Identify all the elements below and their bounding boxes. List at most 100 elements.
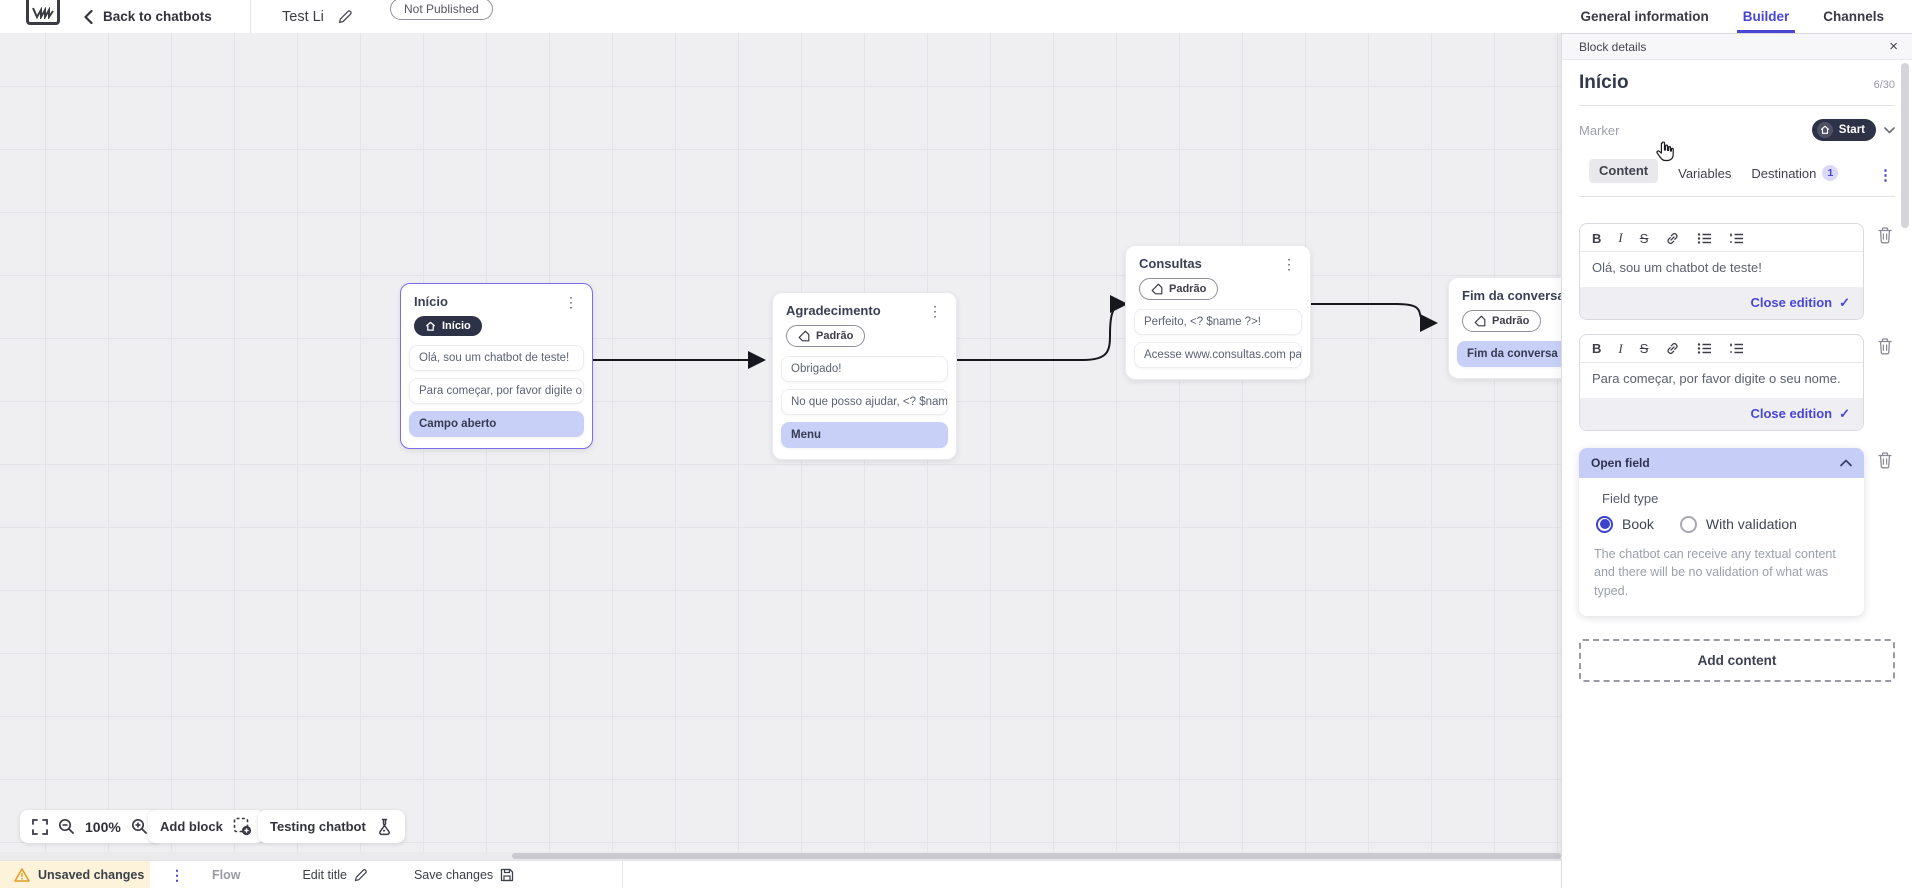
- scrollbar-thumb[interactable]: [512, 853, 1561, 859]
- statusbar-divider: [622, 860, 624, 888]
- block-marker-padrao: Padrão: [1139, 278, 1219, 300]
- chevron-up-icon: [1840, 459, 1852, 467]
- radio-selected-icon: [1596, 515, 1613, 533]
- statusbar-menu-icon[interactable]: ⋮: [170, 866, 184, 883]
- block-name-value[interactable]: Início: [1579, 72, 1629, 93]
- tab-variables[interactable]: Variables: [1678, 165, 1732, 181]
- back-to-chatbots-button[interactable]: Back to chatbots: [84, 0, 212, 33]
- block-message-card[interactable]: No que posso ajudar, <? $name ...: [781, 389, 948, 415]
- block-menu-icon[interactable]: ⋮: [564, 293, 578, 310]
- tab-destination[interactable]: Destination 1: [1741, 160, 1848, 190]
- block-name-field[interactable]: Início 6/30: [1579, 72, 1895, 106]
- close-edition-button[interactable]: Close edition✓: [1750, 405, 1850, 421]
- block-details-panel: Block details × Início 6/30 Marker: [1561, 33, 1912, 888]
- text-editor[interactable]: B I S Olá, sou um chatbot de tes: [1579, 223, 1864, 320]
- delete-content-icon[interactable]: [1877, 448, 1895, 616]
- panel-scrollbar[interactable]: [1901, 33, 1909, 888]
- italic-icon[interactable]: I: [1618, 230, 1623, 245]
- testing-chatbot-button[interactable]: Testing chatbot: [258, 810, 405, 843]
- unsaved-changes-indicator: Unsaved changes: [0, 861, 150, 888]
- flow-block-inicio[interactable]: Início ⋮ Início Olá, sou um chatbot de t…: [400, 283, 593, 449]
- close-panel-icon[interactable]: ×: [1889, 38, 1898, 55]
- block-message-card[interactable]: Olá, sou um chatbot de teste!: [409, 345, 584, 371]
- check-icon: ✓: [1839, 405, 1850, 421]
- char-counter: 6/30: [1873, 79, 1895, 91]
- save-changes-button[interactable]: Save changes: [414, 868, 514, 882]
- panel-title: Block details: [1579, 39, 1647, 54]
- block-title: Agradecimento: [786, 303, 881, 318]
- flow-block-fim-da-conversa[interactable]: Fim da conversa Padrão Fim da conversa: [1448, 277, 1561, 379]
- block-message-card[interactable]: Acesse www.consultas.com par...: [1134, 342, 1302, 368]
- editor-text[interactable]: Olá, sou um chatbot de teste!: [1592, 260, 1762, 275]
- block-title: Início: [414, 294, 448, 309]
- radio-book[interactable]: Book: [1596, 515, 1654, 533]
- block-open-field-card[interactable]: Campo aberto: [409, 411, 584, 437]
- flow-block-consultas[interactable]: Consultas ⋮ Padrão Perfeito, <? $name ?>…: [1125, 245, 1311, 380]
- field-type-label: Field type: [1602, 490, 1659, 506]
- panel-scrollbar-thumb[interactable]: [1901, 63, 1909, 228]
- block-message-card[interactable]: Para começar, por favor digite o ...: [409, 378, 584, 404]
- topbar-tabs: General information Builder Channels: [1580, 0, 1884, 33]
- chevron-down-icon[interactable]: [1884, 126, 1895, 134]
- bold-icon[interactable]: B: [1592, 230, 1602, 246]
- link-icon[interactable]: [1665, 341, 1680, 356]
- strikethrough-icon[interactable]: S: [1639, 341, 1649, 357]
- strikethrough-icon[interactable]: S: [1639, 230, 1649, 246]
- open-field-header[interactable]: Open field: [1579, 447, 1864, 478]
- flow-block-agradecimento[interactable]: Agradecimento ⋮ Padrão Obrigado! No que …: [772, 292, 957, 460]
- radio-with-validation[interactable]: With validation: [1679, 515, 1797, 533]
- block-menu-card[interactable]: Menu: [781, 422, 948, 448]
- add-content-button[interactable]: Add content: [1579, 638, 1895, 682]
- block-message-card[interactable]: Obrigado!: [781, 356, 948, 382]
- add-block-button[interactable]: Add block: [148, 810, 264, 843]
- flow-canvas[interactable]: Início ⋮ Início Olá, sou um chatbot de t…: [0, 33, 1561, 860]
- marker-row: Marker Start: [1579, 119, 1895, 141]
- block-menu-icon[interactable]: ⋮: [928, 302, 942, 319]
- tag-icon: [1474, 315, 1486, 327]
- text-editor[interactable]: B I S Para começar, por favor di: [1579, 333, 1864, 431]
- numbered-list-icon[interactable]: [1729, 342, 1744, 355]
- open-field-description: The chatbot can receive any textual cont…: [1594, 546, 1836, 599]
- editor-text[interactable]: Para começar, por favor digite o seu nom…: [1592, 370, 1841, 386]
- canvas-horizontal-scrollbar[interactable]: [0, 852, 1561, 860]
- logo-glyph: [32, 7, 54, 19]
- bullet-list-icon[interactable]: [1697, 232, 1712, 245]
- tab-channels[interactable]: Channels: [1823, 9, 1884, 24]
- panel-tabs-menu-icon[interactable]: ⋮: [1878, 166, 1893, 184]
- add-block-icon: [233, 817, 251, 836]
- bullet-list-icon[interactable]: [1697, 342, 1712, 355]
- numbered-list-icon[interactable]: [1729, 232, 1744, 245]
- edit-title-pencil-icon[interactable]: [338, 9, 353, 24]
- home-icon: [1820, 125, 1829, 134]
- fullscreen-icon[interactable]: [32, 818, 48, 835]
- delete-content-icon[interactable]: [1877, 223, 1895, 320]
- zoom-level: 100%: [85, 818, 121, 835]
- connector-consultas-fim: [1311, 303, 1438, 332]
- chatbot-title-text[interactable]: Test Li: [282, 8, 324, 25]
- tab-builder[interactable]: Builder: [1736, 0, 1795, 33]
- flow-connectors: [593, 295, 1438, 369]
- block-title: Fim da conversa: [1462, 288, 1561, 303]
- flask-icon: [378, 818, 390, 835]
- zoom-controls: 100%: [20, 810, 160, 843]
- zoom-out-icon[interactable]: [58, 818, 75, 835]
- block-message-card[interactable]: Perfeito, <? $name ?>!: [1134, 309, 1302, 335]
- italic-icon[interactable]: I: [1618, 340, 1623, 356]
- content-editor-row: B I S Olá, sou um chatbot de tes: [1579, 223, 1895, 320]
- flow-label[interactable]: Flow: [212, 867, 241, 882]
- block-menu-icon[interactable]: ⋮: [1282, 255, 1296, 272]
- zoom-in-icon[interactable]: [131, 818, 148, 835]
- close-edition-button[interactable]: Close edition✓: [1750, 294, 1850, 310]
- tab-general-information[interactable]: General information: [1580, 9, 1709, 24]
- editor-toolbar: B I S: [1580, 335, 1863, 363]
- block-marker-start: Início: [414, 316, 482, 336]
- delete-content-icon[interactable]: [1877, 334, 1895, 431]
- tab-content[interactable]: Content: [1579, 154, 1668, 196]
- bold-icon[interactable]: B: [1592, 341, 1602, 357]
- topbar-divider: [250, 0, 251, 33]
- back-label: Back to chatbots: [103, 9, 212, 24]
- marker-start-pill[interactable]: Start: [1811, 119, 1876, 141]
- link-icon[interactable]: [1665, 231, 1680, 246]
- block-end-card[interactable]: Fim da conversa: [1457, 341, 1561, 367]
- edit-title-button[interactable]: Edit title: [302, 868, 367, 882]
